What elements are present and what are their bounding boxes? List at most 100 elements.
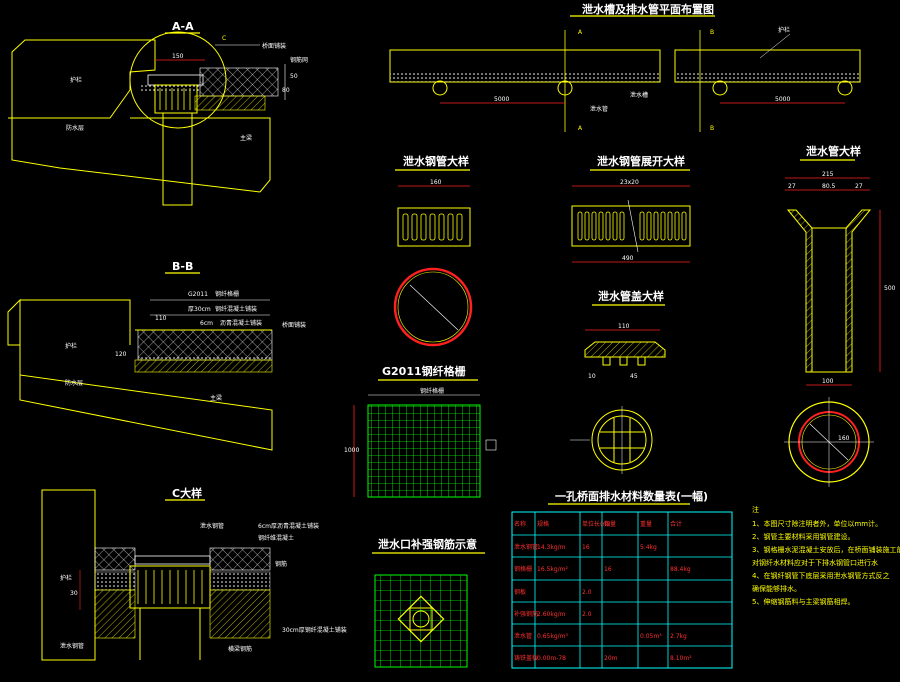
steel-pipe-title: 泄水钢管大样: [403, 154, 469, 168]
table-cell: 0.65kg/m³: [537, 633, 569, 640]
section-aa-title: A-A: [172, 20, 194, 33]
svg-text:护栏: 护栏: [70, 76, 82, 84]
table-cell: 16: [604, 566, 612, 573]
section-aa: A-A 150 护栏 主梁 桥面铺装 防水层 钢筋网 C 50 80: [8, 20, 308, 206]
svg-text:沥青混凝土铺装: 沥青混凝土铺装: [220, 319, 262, 327]
svg-text:30cm厚钢纤混凝土铺装: 30cm厚钢纤混凝土铺装: [282, 626, 347, 634]
note-line: 对钢纤水材料应对于下排水钢管口进行水: [752, 558, 878, 567]
svg-text:钢纤混凝土铺装: 钢纤混凝土铺装: [215, 305, 257, 313]
table-cell: 0.05m³: [640, 633, 662, 640]
notes-lines: 1、本图尺寸除注明者外，单位以mm计。 2、钢管主要材料采用钢管建设。 3、钢格栅水…: [752, 519, 900, 606]
notes-heading: 注: [752, 505, 759, 514]
table-cell: 铸铁盖板: [514, 654, 538, 662]
note-line: 4、在钢纤钢管下底层采用泄水钢管方式反之: [752, 571, 889, 580]
svg-text:桥面铺装: 桥面铺装: [262, 42, 286, 50]
svg-text:G2011: G2011: [188, 291, 208, 298]
table-cell: 16: [582, 544, 590, 551]
table-cell: 钢格栅: [514, 565, 532, 573]
note-line: 3、钢格栅水泥混凝土安放后，在桥面铺装施工前: [752, 545, 900, 554]
table-cell: 14.3kg/m: [537, 544, 566, 551]
svg-text:10: 10: [588, 373, 596, 380]
table-cell: 钢板: [514, 588, 526, 596]
steel-pipe-unfold: 泄水钢管展开大样 23x20 490: [571, 154, 691, 263]
note-line: 5、伸缩钢筋料与主梁钢筋相焊。: [752, 597, 854, 606]
svg-text:120: 120: [115, 351, 127, 358]
svg-text:护栏: 护栏: [778, 26, 790, 34]
svg-text:6cm: 6cm: [200, 320, 213, 327]
svg-text:150: 150: [172, 53, 184, 60]
svg-text:80.5: 80.5: [822, 183, 836, 190]
note-line: 1、本图尺寸除注明者外，单位以mm计。: [752, 519, 882, 528]
svg-text:23x20: 23x20: [620, 179, 639, 186]
svg-text:215: 215: [822, 171, 834, 178]
svg-text:100: 100: [822, 378, 834, 385]
svg-text:桥面铺装: 桥面铺装: [282, 321, 306, 329]
svg-text:泄水管: 泄水管: [590, 105, 608, 113]
svg-text:防水层: 防水层: [65, 379, 83, 387]
table-cell: 16.5kg/m²: [537, 566, 569, 573]
svg-text:护栏: 护栏: [65, 342, 77, 350]
svg-text:490: 490: [622, 255, 634, 262]
svg-text:护栏: 护栏: [60, 574, 72, 582]
svg-text:泄水槽: 泄水槽: [630, 91, 648, 99]
table-header-cell: 数量: [604, 520, 616, 528]
steel-pipe-detail: 泄水钢管大样 160: [393, 154, 473, 347]
svg-text:6cm厚沥青混凝土铺装: 6cm厚沥青混凝土铺装: [258, 522, 319, 530]
svg-text:钢筋网: 钢筋网: [290, 56, 308, 64]
table-header-cell: 规格: [537, 520, 549, 528]
table-cell: 泄水钢管: [514, 543, 538, 551]
svg-text:160: 160: [430, 179, 442, 186]
svg-text:C: C: [222, 35, 226, 42]
svg-text:钢纤格栅: 钢纤格栅: [420, 387, 444, 395]
table-cell: 20m: [604, 655, 618, 662]
table-cell: 2.0: [582, 611, 592, 618]
svg-text:5000: 5000: [494, 96, 509, 103]
svg-text:主梁: 主梁: [240, 134, 252, 142]
svg-text:160: 160: [838, 435, 850, 442]
svg-text:泄水钢管: 泄水钢管: [200, 522, 224, 530]
cover-detail: 泄水管盖大样 110 10 45: [570, 289, 666, 474]
table-cell: 2.60kg/m: [537, 611, 566, 618]
svg-text:泄水钢管: 泄水钢管: [60, 642, 84, 650]
table-cell: 0.00m-78: [537, 655, 566, 662]
detail-c-title: C大样: [172, 486, 202, 500]
svg-text:B: B: [710, 29, 714, 36]
svg-text:80: 80: [282, 87, 290, 94]
grid-g2011: G2011钢纤格栅 钢纤格栅 1000: [344, 364, 497, 498]
svg-text:A: A: [578, 29, 583, 36]
table-cell: 2.0: [582, 589, 592, 596]
drain-pipe-title: 泄水管大样: [806, 144, 861, 158]
svg-text:钢纤维混凝土: 钢纤维混凝土: [258, 534, 294, 542]
svg-text:50: 50: [290, 73, 298, 80]
grid-g2011-title: G2011钢纤格栅: [382, 364, 466, 378]
inlet-grid-title: 泄水口补强钢筋示意: [378, 537, 477, 551]
svg-text:110: 110: [155, 315, 167, 322]
cover-detail-title: 泄水管盖大样: [598, 289, 664, 303]
svg-text:1000: 1000: [344, 447, 359, 454]
svg-text:主梁: 主梁: [210, 394, 222, 402]
svg-text:A: A: [578, 125, 583, 132]
table-header-cell: 合计: [670, 520, 682, 528]
svg-text:钢纤格栅: 钢纤格栅: [215, 290, 239, 298]
svg-text:5000: 5000: [775, 96, 790, 103]
note-line: 2、钢管主要材料采用钢管建设。: [752, 532, 854, 541]
svg-text:27: 27: [855, 183, 863, 190]
section-bb-title: B-B: [172, 260, 193, 273]
notes: 注 1、本图尺寸除注明者外，单位以mm计。 2、钢管主要材料采用钢管建设。 3、钢格…: [752, 505, 900, 606]
plan-view: 泄水槽及排水管平面布置图 A A B B 5000 5000 泄水管 泄水槽 护…: [389, 2, 861, 132]
table-header-cell: 名称: [514, 520, 526, 528]
svg-text:防水层: 防水层: [66, 124, 84, 132]
table-cell: 5.4kg: [640, 544, 657, 551]
note-line: 确保能够排水。: [752, 584, 801, 593]
table-cell: 88.4kg: [670, 566, 691, 573]
svg-text:110: 110: [618, 323, 630, 330]
steel-pipe-unfold-title: 泄水钢管展开大样: [597, 154, 685, 168]
inlet-reinforcement: 泄水口补强钢筋示意: [372, 537, 485, 668]
table-header-cell: 单位长(m): [582, 520, 611, 528]
svg-text:横梁钢筋: 横梁钢筋: [228, 645, 252, 653]
section-bb: B-B 护栏 主梁 G2011 钢纤格栅 厚30cm 钢纤混凝土铺装 6cm 沥…: [7, 260, 306, 451]
detail-c: C大样 护栏 泄水钢管 6cm厚沥青混凝土铺装 钢纤维混凝土 钢筋 30cm厚钢…: [41, 486, 347, 661]
svg-text:B: B: [710, 125, 714, 132]
table-cell: 2.7kg: [670, 633, 687, 640]
